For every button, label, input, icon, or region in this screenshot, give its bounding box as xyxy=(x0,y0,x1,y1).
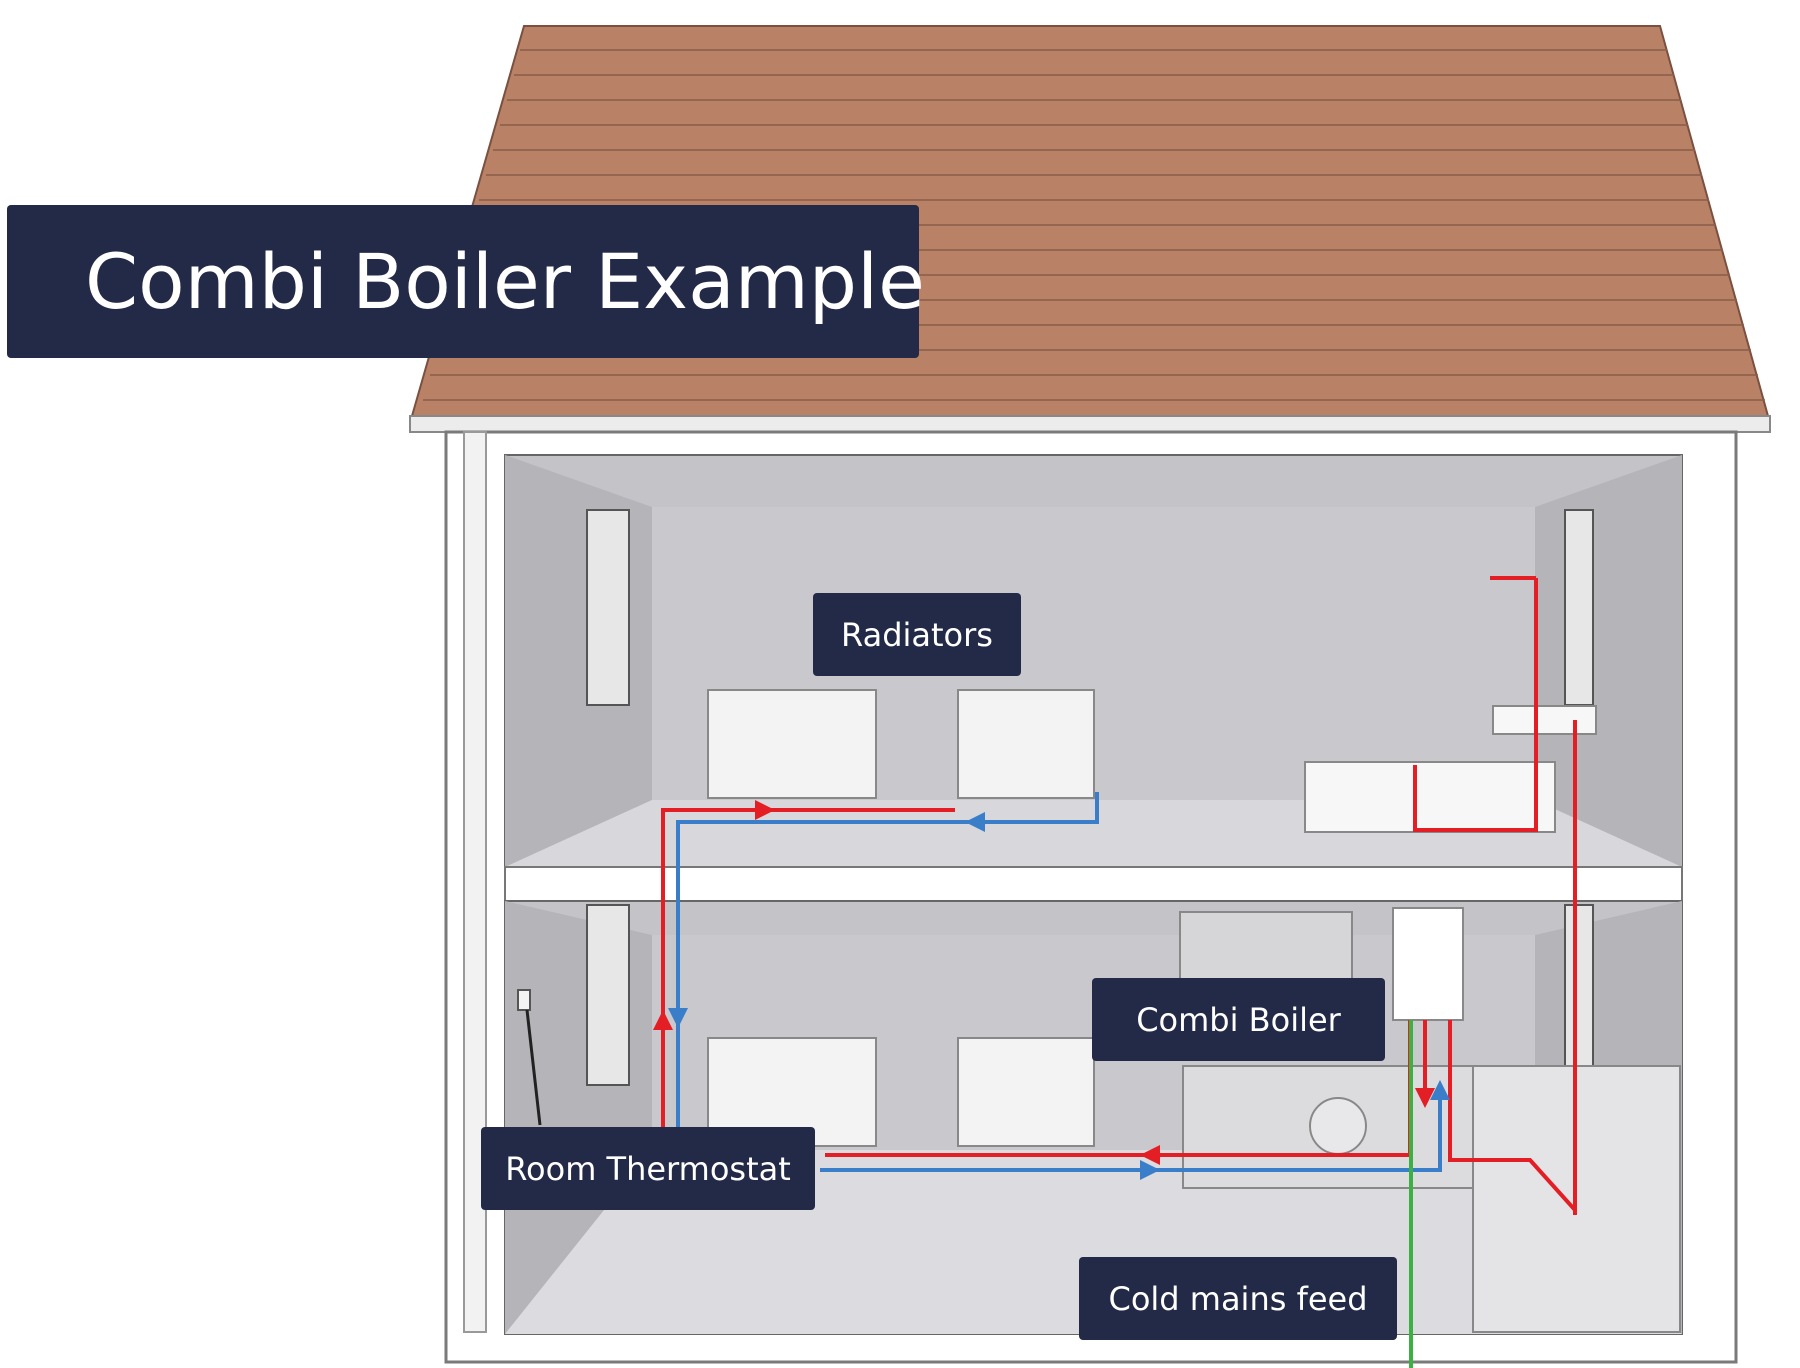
radiator xyxy=(957,689,1095,799)
combi-boiler-label: Combi Boiler xyxy=(1092,978,1385,1061)
downpipe xyxy=(463,431,487,1333)
window xyxy=(586,509,630,706)
radiator xyxy=(957,1037,1095,1147)
radiators-label: Radiators xyxy=(813,593,1021,676)
return-pipes xyxy=(668,792,1450,1180)
cold-mains-feed-label: Cold mains feed xyxy=(1079,1257,1397,1340)
combi-boiler-unit xyxy=(1392,907,1464,1021)
window xyxy=(1564,509,1594,706)
window xyxy=(586,904,630,1086)
radiator xyxy=(707,689,877,799)
upper-floor-room xyxy=(504,454,1683,868)
washing-machine xyxy=(1309,1097,1367,1155)
window xyxy=(1564,904,1594,1086)
title-banner: Combi Boiler Example xyxy=(7,205,925,358)
basin xyxy=(1492,705,1597,735)
room-thermostat-label: Room Thermostat xyxy=(481,1127,815,1210)
floor-slab xyxy=(504,866,1683,902)
bathtub xyxy=(1304,761,1556,833)
thermostat-unit xyxy=(517,989,531,1011)
